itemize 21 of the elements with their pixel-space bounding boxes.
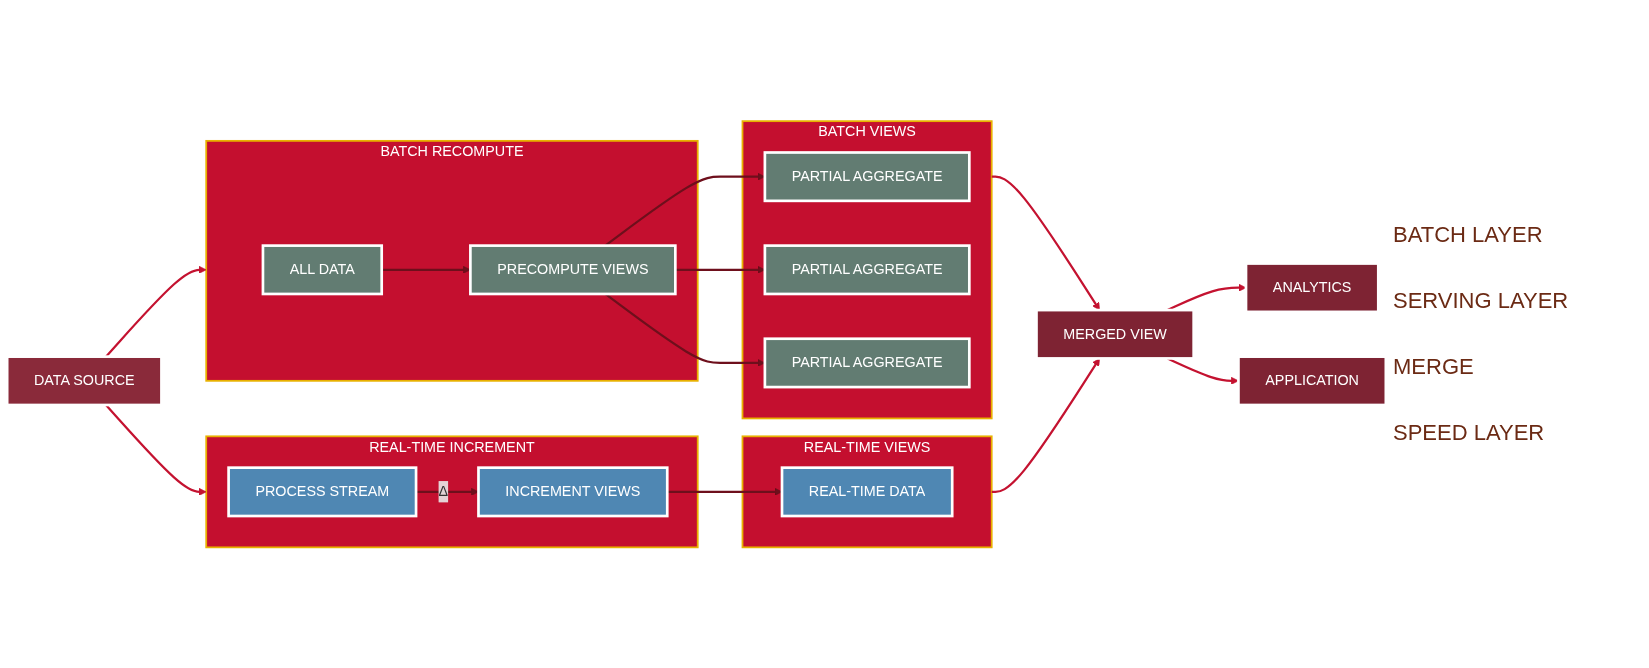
arrow [105, 404, 207, 496]
node-box: APPLICATION [1237, 355, 1388, 407]
node-box: ANALYTICS [1244, 261, 1380, 313]
node-box: PARTIAL AGGREGATE [763, 244, 971, 296]
arrow [667, 487, 783, 496]
node-box: REAL-TIME DATA [780, 466, 954, 518]
arrow [416, 487, 479, 496]
node-box: DATA SOURCE [5, 355, 163, 407]
layer-label: MERGE [1393, 354, 1475, 380]
layer-label: BATCH LAYER [1393, 222, 1544, 248]
node-box: PROCESS STREAM [227, 466, 418, 518]
node-box: MERGED VIEW [1035, 308, 1195, 360]
edge-label: Δ [438, 483, 448, 499]
node-box: PARTIAL AGGREGATE [763, 150, 971, 202]
layer-label: SERVING LAYER [1393, 288, 1570, 314]
node-box: ALL DATA [261, 244, 384, 296]
arrow [381, 265, 471, 274]
node-box: PARTIAL AGGREGATE [763, 337, 971, 389]
layer-label: SPEED LAYER [1393, 420, 1546, 446]
node-box: PRECOMPUTE VIEWS [469, 244, 677, 296]
node-box: INCREMENT VIEWS [477, 466, 669, 518]
